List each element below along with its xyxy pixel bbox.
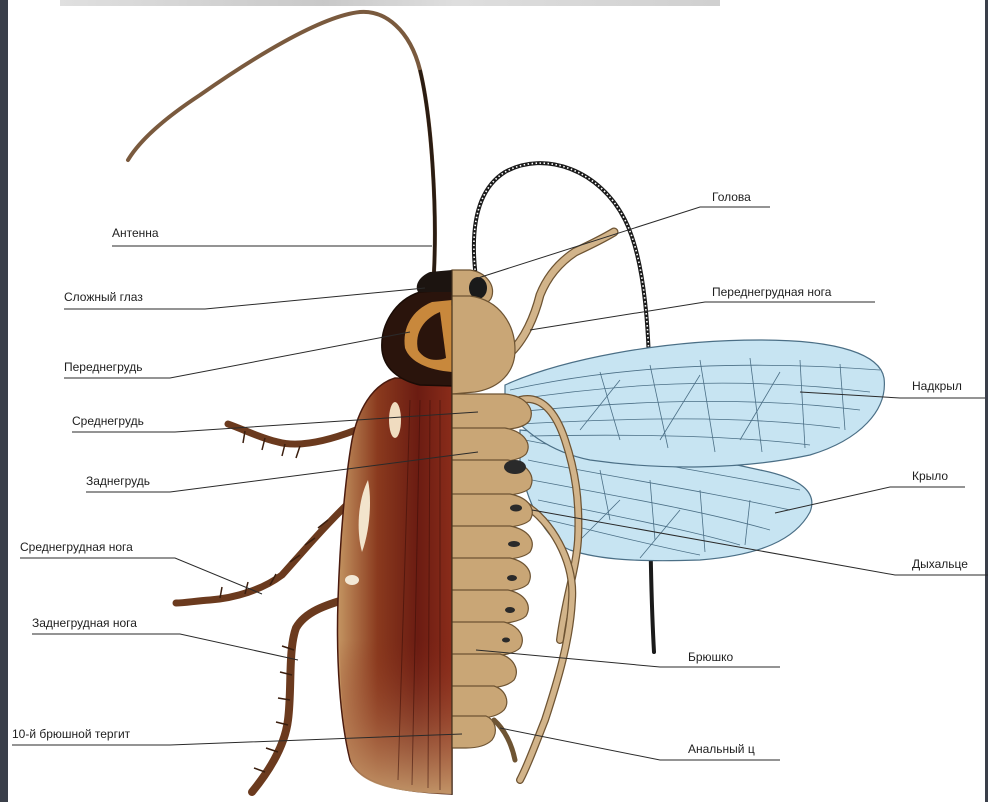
right-pronotum — [452, 296, 515, 394]
label-elytron: Надкрыл — [912, 379, 962, 393]
label-tergite: 10-й брюшной тергит — [12, 727, 130, 741]
label-mesothorax: Среднегрудь — [72, 414, 144, 428]
label-compound-eye: Сложный глаз — [64, 290, 143, 304]
label-wing: Крыло — [912, 469, 948, 483]
label-spiracle: Дыхальце — [912, 557, 968, 571]
label-middle-leg: Среднегрудная нога — [20, 540, 133, 554]
fore-wing — [505, 340, 884, 467]
label-head: Голова — [712, 190, 751, 204]
label-prothorax: Переднегрудь — [64, 360, 142, 374]
left-antenna — [128, 12, 435, 272]
label-antenna: Антенна — [112, 226, 159, 240]
right-abdomen-segments — [452, 394, 532, 748]
label-anal: Анальный ц — [688, 742, 755, 756]
label-front-leg: Переднегрудная нога — [712, 285, 831, 299]
label-metathorax: Заднегрудь — [86, 474, 150, 488]
left-hind-leg — [252, 598, 350, 792]
label-hind-leg: Заднегрудная нога — [32, 616, 137, 630]
right-cerci — [494, 720, 515, 760]
label-abdomen: Брюшко — [688, 650, 733, 664]
